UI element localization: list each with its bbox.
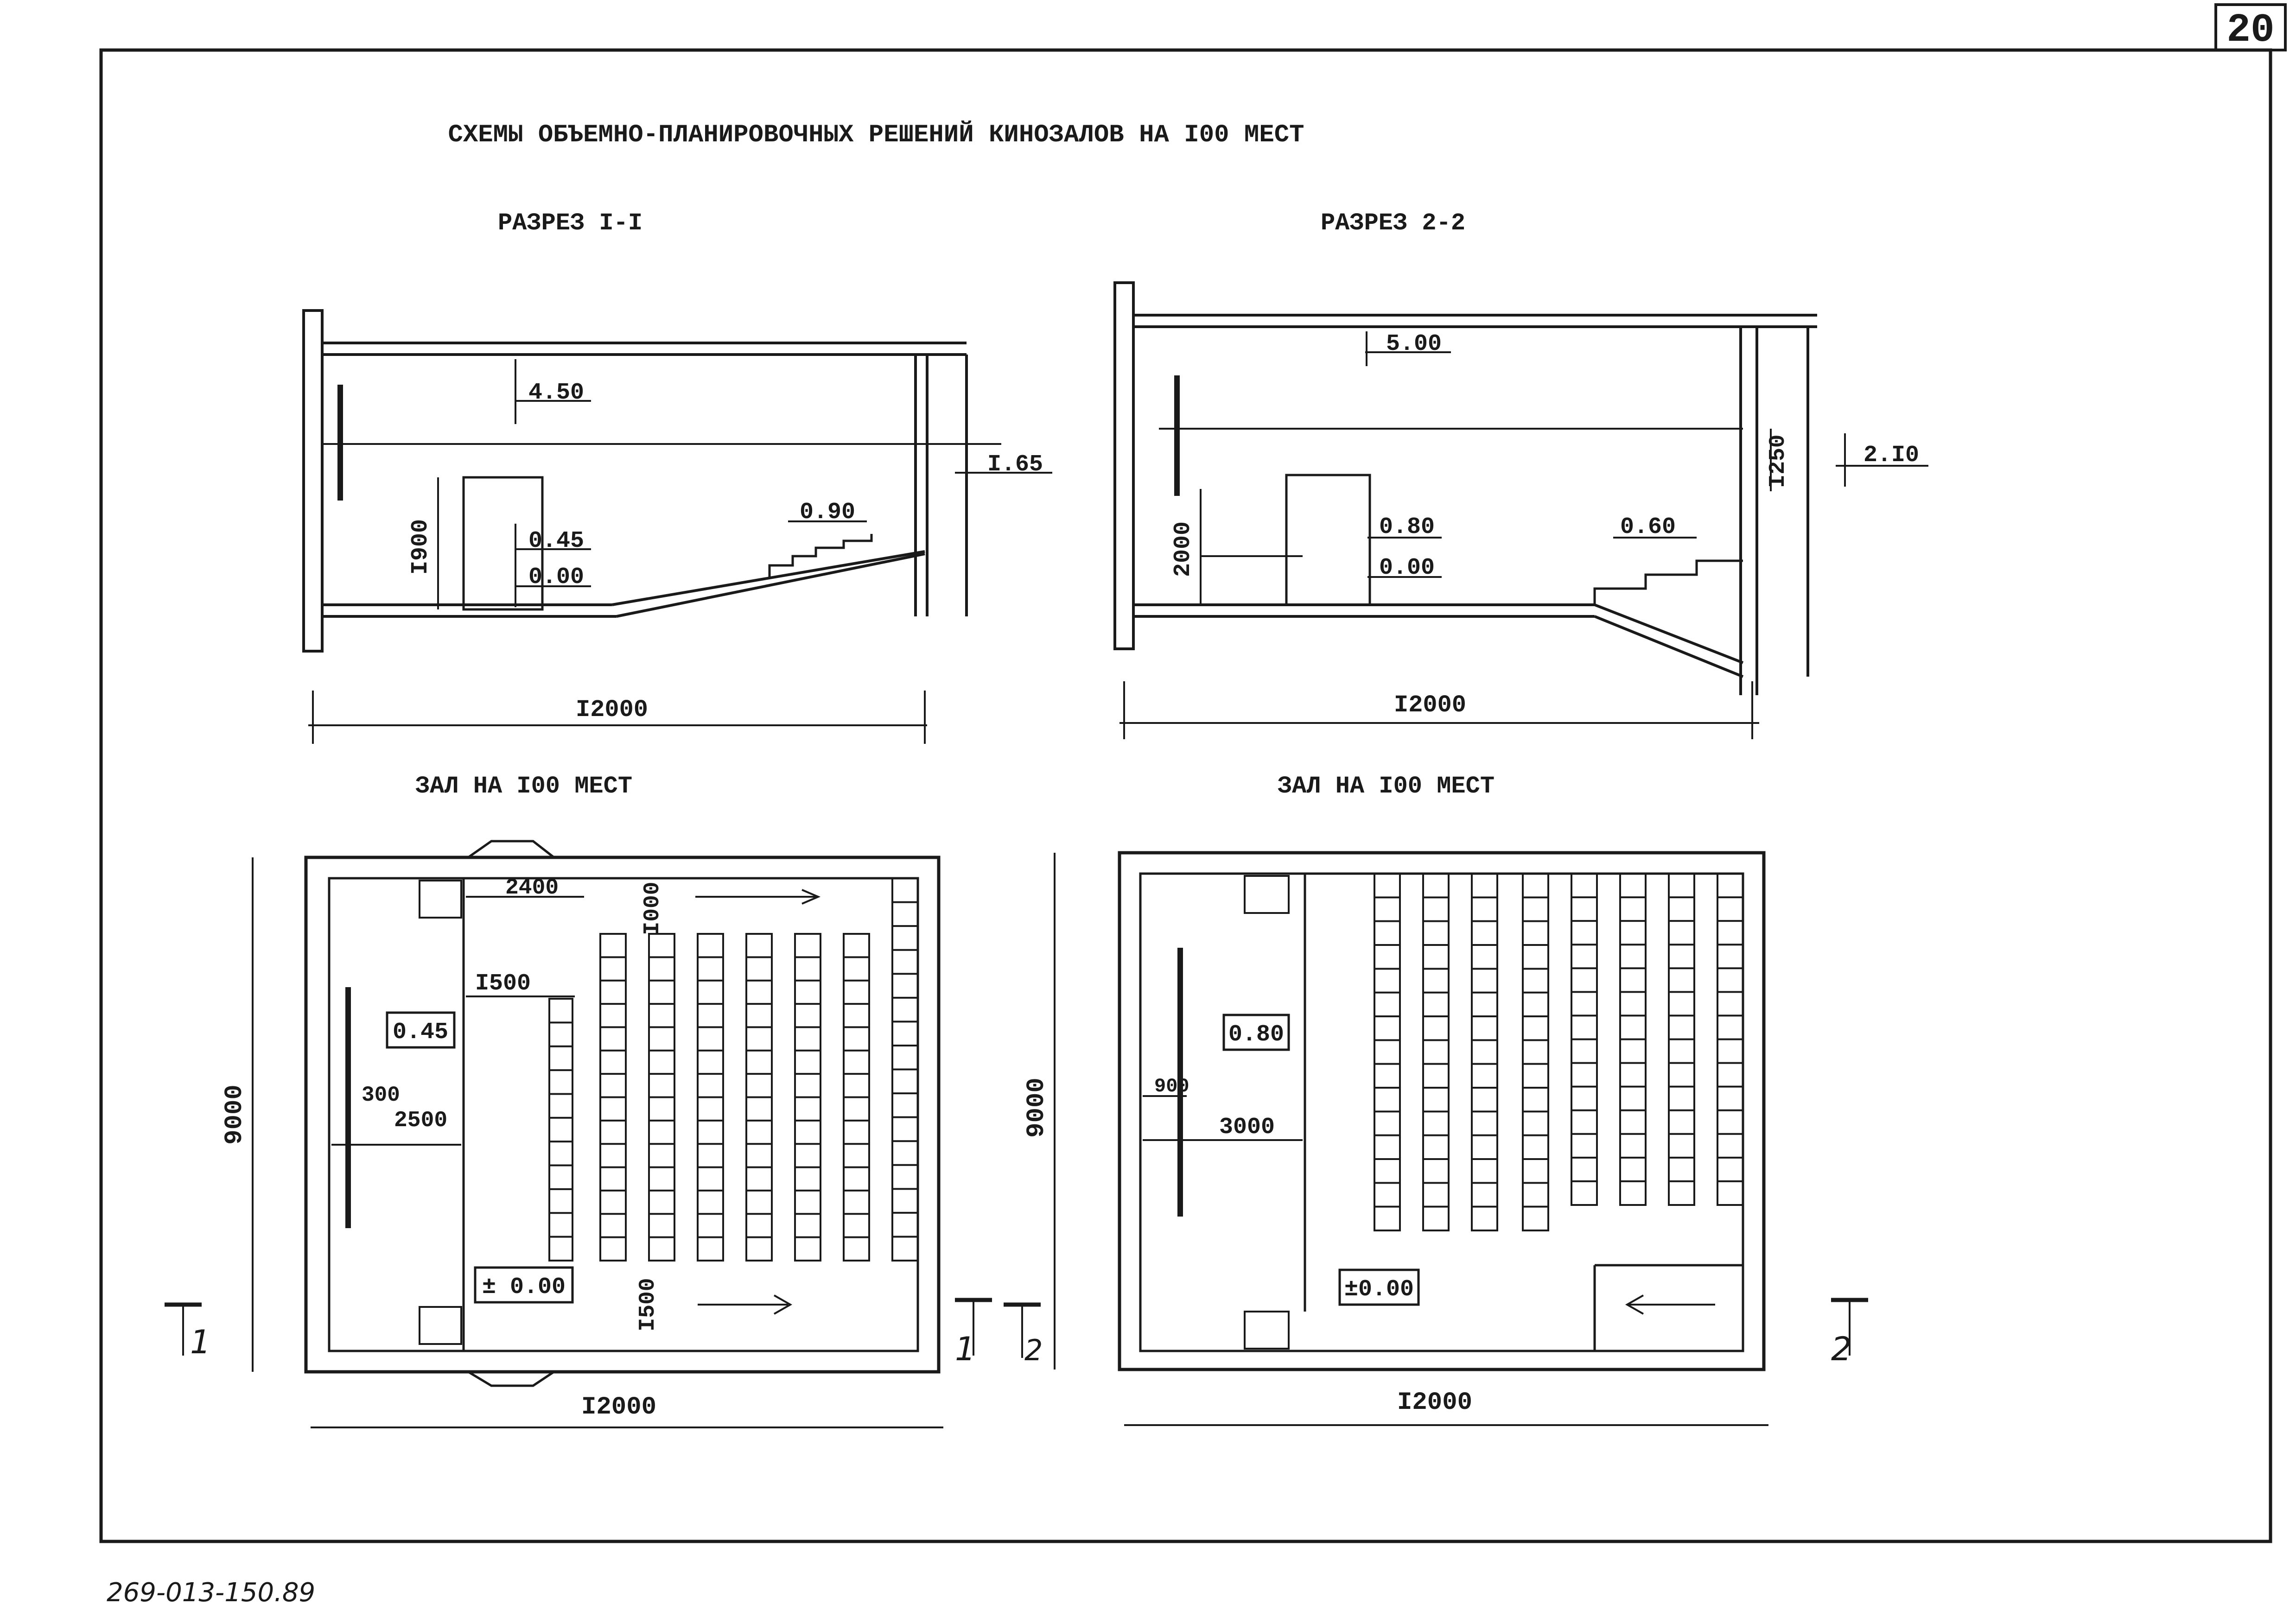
s1-elev-step: 0.90 <box>800 499 855 526</box>
s2-elev-stage: 0.80 <box>1379 514 1435 540</box>
s2-elev-ceiling: 5.00 <box>1386 331 1442 357</box>
p1-dim-1500-top: I500 <box>475 970 531 997</box>
p2-dim-3000: 3000 <box>1219 1114 1275 1141</box>
plan-2-title: ЗАЛ НА I00 МЕСТ <box>1278 773 1495 800</box>
s1-elev-stage: 0.45 <box>528 528 584 554</box>
section-1-title: РАЗРЕЗ I-I <box>498 209 642 237</box>
seat-row <box>1619 873 1647 1206</box>
s1-dim-height: I900 <box>407 519 434 575</box>
p1-dim-width: I2000 <box>581 1393 656 1421</box>
s1-elev-right: I.65 <box>987 451 1043 478</box>
p1-dim-2500: 2500 <box>394 1108 447 1133</box>
seat-row <box>1668 873 1695 1206</box>
p1-stage-level: 0.45 <box>393 1019 448 1046</box>
p2-cut-left: 2 <box>1024 1333 1043 1367</box>
section-2-2: РАЗРЕЗ 2-2 5.00 I250 2.I0 0.80 0.00 0.60… <box>1113 209 1928 739</box>
plan-1: ЗАЛ НА I00 МЕСТ 2400 I000 I500 0.45 300 … <box>165 773 992 1428</box>
seat-row <box>1422 873 1450 1231</box>
seat-row <box>1374 873 1401 1231</box>
seat-row <box>548 998 573 1262</box>
seat-row <box>1717 873 1744 1206</box>
seat-row <box>794 933 821 1262</box>
p1-cut-right: 1 <box>955 1330 976 1368</box>
seat-row <box>1471 873 1498 1231</box>
page-number: 20 <box>2226 7 2274 53</box>
seat-row <box>891 877 919 1262</box>
s2-elev-zero: 0.00 <box>1379 555 1435 581</box>
seat-row <box>697 933 724 1262</box>
p2-dim-width: I2000 <box>1397 1388 1472 1417</box>
p1-floor-level: ± 0.00 <box>482 1274 566 1300</box>
sheet-frame: 20 <box>99 3 2287 1543</box>
seat-row <box>599 933 627 1262</box>
seat-row <box>1522 873 1549 1231</box>
seat-row <box>1571 873 1598 1206</box>
p2-dim-900: 900 <box>1154 1075 1189 1097</box>
section-1-1: РАЗРЕЗ I-I 4.50 I.65 0.90 0.45 0.00 <box>302 209 1052 744</box>
s1-elev-ceiling: 4.50 <box>528 380 584 406</box>
p2-floor-level: ±0.00 <box>1344 1276 1414 1303</box>
p2-dim-height: 9000 <box>1023 1078 1051 1138</box>
p1-cut-left: 1 <box>190 1323 211 1361</box>
p2-stage-level: 0.80 <box>1228 1021 1284 1048</box>
seat-row <box>648 933 675 1262</box>
s2-dim-width: I2000 <box>1394 691 1466 719</box>
s2-elev-step: 0.60 <box>1620 514 1676 540</box>
section-2-title: РАЗРЕЗ 2-2 <box>1321 209 1465 237</box>
plan-2: ЗАЛ НА I00 МЕСТ 0.80 900 3000 ±0.00 9000… <box>1004 773 1868 1426</box>
p1-dim-300: 300 <box>362 1083 400 1107</box>
p2-cut-right: 2 <box>1831 1330 1852 1368</box>
s1-dim-width: I2000 <box>576 696 648 723</box>
seat-row <box>745 933 773 1262</box>
footer-code: 269-013-150.89 <box>107 1578 315 1608</box>
p1-dim-1000: I000 <box>640 881 665 935</box>
page-title: СХЕМЫ ОБЪЕМНО-ПЛАНИРОВОЧНЫХ РЕШЕНИЙ КИНО… <box>448 120 1304 149</box>
seat-row <box>843 933 870 1262</box>
p1-dim-2400: 2400 <box>505 875 559 900</box>
s2-elev-right: 2.I0 <box>1864 442 1919 469</box>
s1-elev-zero: 0.00 <box>528 564 584 590</box>
plan-1-title: ЗАЛ НА I00 МЕСТ <box>415 773 632 800</box>
p1-dim-1500-bottom: I500 <box>636 1278 661 1331</box>
s2-dim-right: I250 <box>1766 434 1791 488</box>
s2-dim-height: 2000 <box>1170 521 1196 577</box>
p1-dim-height: 9000 <box>221 1084 249 1145</box>
